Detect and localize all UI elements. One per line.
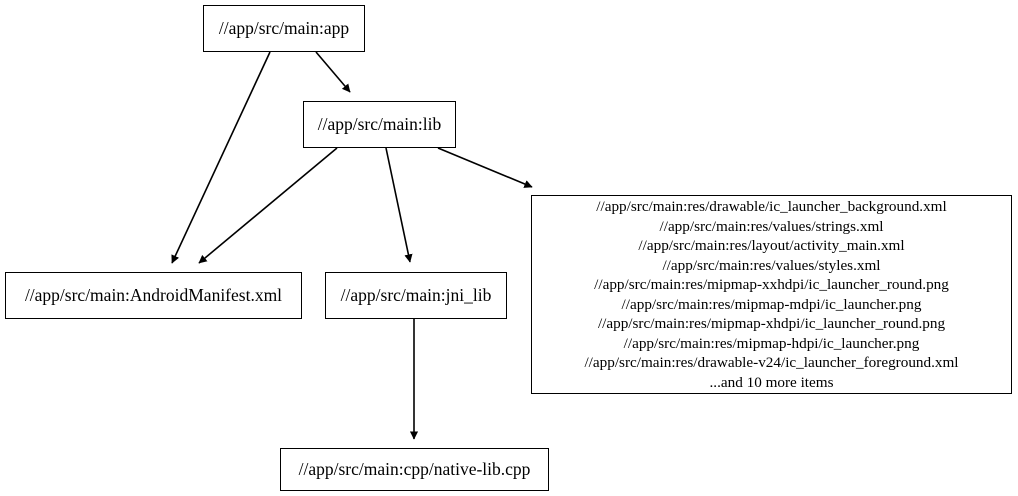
graph-node-jni-lib[interactable]: //app/src/main:jni_lib [325, 272, 507, 319]
edge-lib-to-jni-lib [385, 147, 413, 263]
graph-node-androidmanifest[interactable]: //app/src/main:AndroidManifest.xml [5, 272, 302, 319]
graph-node-app[interactable]: //app/src/main:app [203, 5, 365, 52]
graph-node-res-group[interactable]: //app/src/main:res/drawable/ic_launcher_… [531, 195, 1012, 394]
graph-node-res-group-label: //app/src/main:res/drawable/ic_launcher_… [584, 198, 959, 391]
graph-node-jni-lib-label: //app/src/main:jni_lib [340, 284, 492, 305]
edge-app-to-manifest [171, 51, 271, 264]
edge-lib-to-manifest [198, 147, 338, 264]
graph-node-native-lib-cpp[interactable]: //app/src/main:cpp/native-lib.cpp [280, 448, 549, 491]
graph-node-lib-label: //app/src/main:lib [317, 113, 442, 134]
graph-node-native-lib-cpp-label: //app/src/main:cpp/native-lib.cpp [298, 458, 531, 479]
edge-app-to-lib [315, 51, 351, 93]
graph-node-lib[interactable]: //app/src/main:lib [303, 101, 456, 148]
graph-node-app-label: //app/src/main:app [218, 17, 350, 38]
edge-lib-to-res [437, 147, 533, 188]
graph-node-androidmanifest-label: //app/src/main:AndroidManifest.xml [24, 284, 283, 305]
